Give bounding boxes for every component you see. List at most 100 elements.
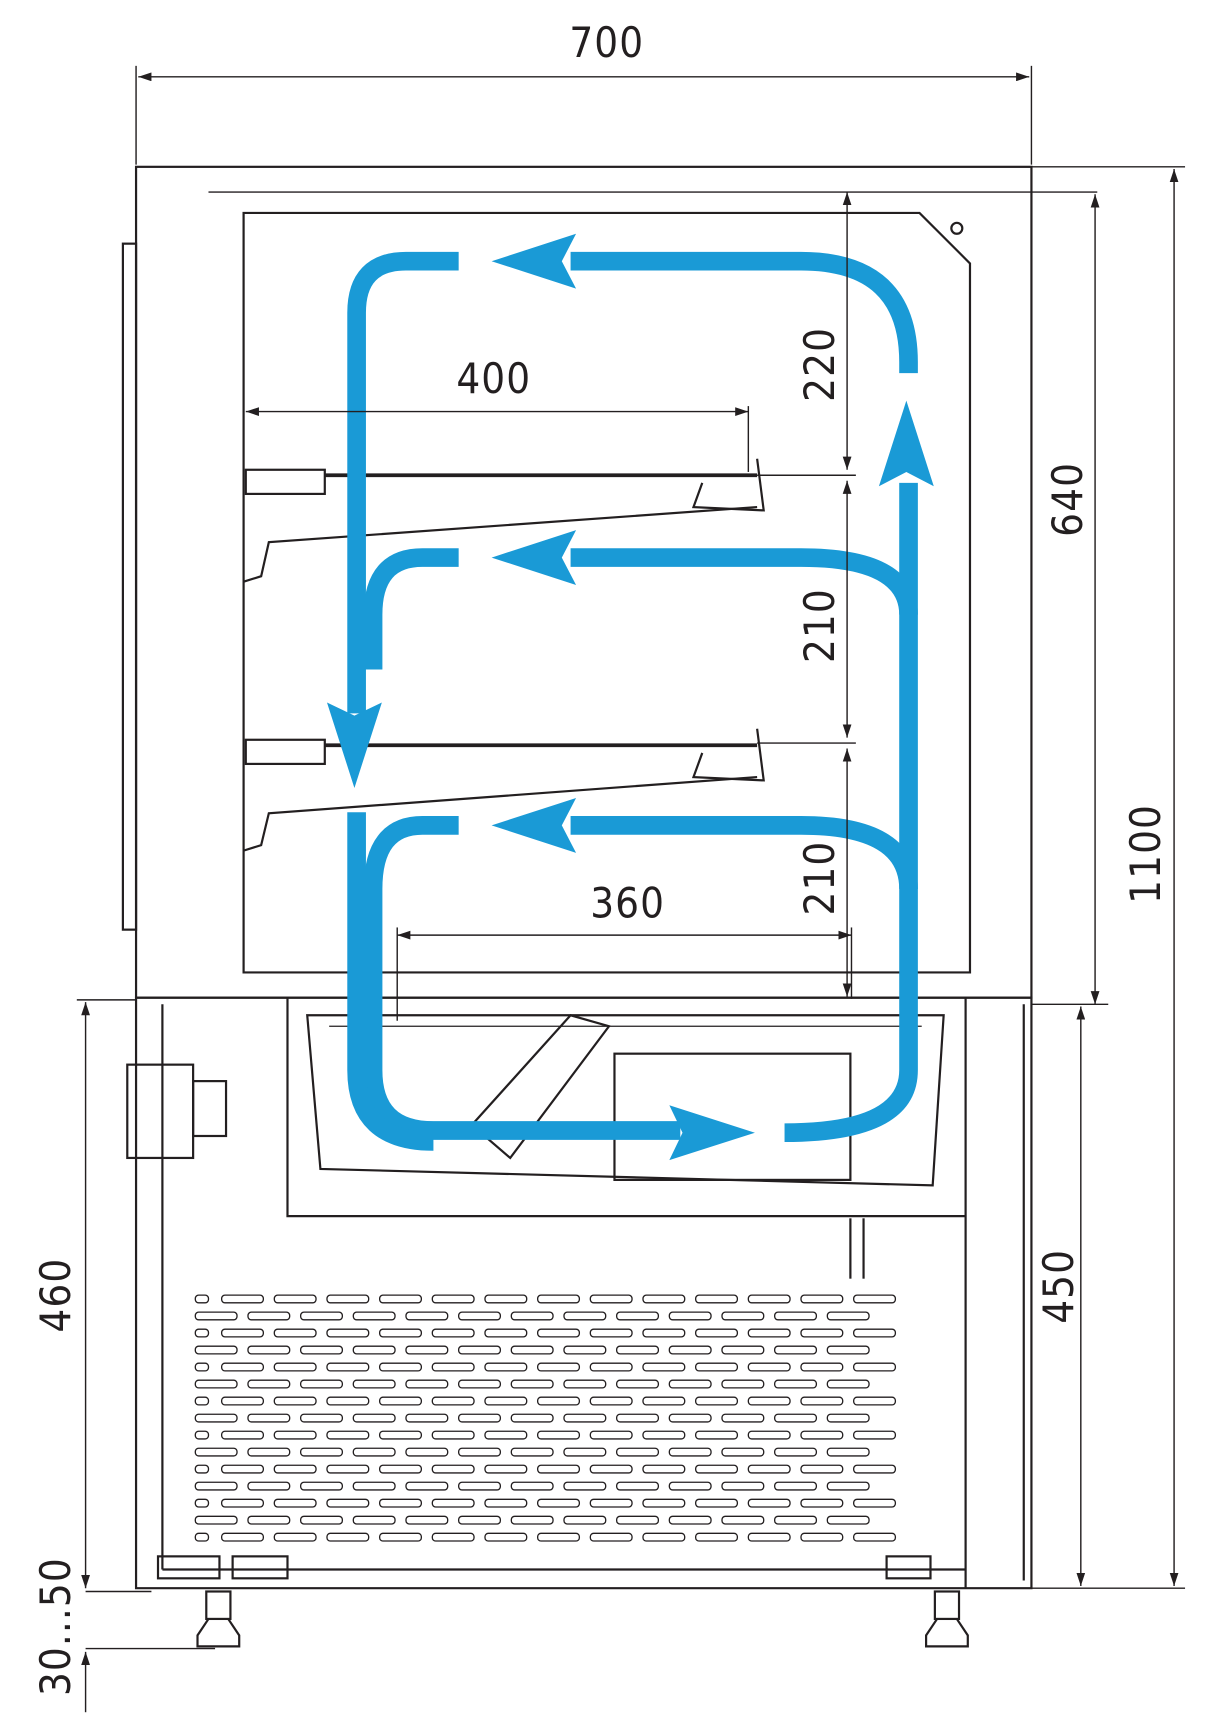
grille-slot: [668, 1447, 712, 1457]
grille-slot: [405, 1379, 449, 1389]
grille-slot: [484, 1430, 528, 1440]
grille-slot: [774, 1311, 818, 1321]
grille-slot: [774, 1481, 818, 1491]
dim-foot-adjustment: 30...50: [31, 1557, 80, 1696]
grille-slot: [800, 1464, 844, 1474]
grille-slot: [721, 1413, 765, 1423]
grille-slot: [826, 1447, 870, 1457]
grille-slot: [378, 1532, 423, 1542]
dimension-lines: [76, 65, 1186, 1713]
grille-slot: [616, 1311, 660, 1321]
grille-slot: [589, 1464, 633, 1474]
arrow-head-top: [491, 233, 577, 289]
grille-slot: [642, 1498, 686, 1508]
grille-slot: [747, 1362, 791, 1372]
grille-slot: [800, 1430, 844, 1440]
grille-slot: [247, 1345, 291, 1355]
foot-left: [196, 1590, 241, 1648]
grille-slot: [220, 1362, 265, 1372]
grille-slot: [537, 1532, 581, 1542]
grille-slot: [721, 1447, 765, 1457]
grille-slot: [537, 1294, 581, 1304]
grille-slot: [695, 1498, 739, 1508]
grille-slot: [616, 1481, 660, 1491]
grille-slot: [194, 1379, 238, 1389]
grille-slot: [695, 1328, 739, 1338]
grille-slot: [352, 1447, 396, 1457]
grille-slot: [853, 1498, 897, 1508]
grille-slot: [220, 1294, 265, 1304]
dim-middle-spacing: 210: [795, 588, 844, 663]
grille-slot: [668, 1515, 712, 1525]
grille-slot: [378, 1362, 423, 1372]
dim-overall-width: 700: [569, 18, 644, 67]
grille-slot: [458, 1447, 502, 1457]
grille-slot: [826, 1481, 870, 1491]
grille-slot: [826, 1515, 870, 1525]
grille-slot: [194, 1396, 210, 1406]
grille-slot: [695, 1396, 739, 1406]
grille-slot: [194, 1413, 238, 1423]
grille-slot: [431, 1464, 475, 1474]
grille-slot: [458, 1345, 502, 1355]
grille-slot: [326, 1362, 370, 1372]
grille-slot: [853, 1464, 897, 1474]
grille-slot: [405, 1311, 449, 1321]
grille-slot: [431, 1498, 475, 1508]
grille-slot: [668, 1345, 712, 1355]
grille-slot: [194, 1345, 238, 1355]
grille-slot: [431, 1362, 475, 1372]
grille-slot: [326, 1430, 370, 1440]
dim-overall-height: 1100: [1121, 804, 1170, 904]
grille-slot: [352, 1311, 396, 1321]
grille-slot: [800, 1362, 844, 1372]
grille-slot: [326, 1464, 370, 1474]
grille-slot: [194, 1464, 210, 1474]
grille-slot: [695, 1430, 739, 1440]
grille-slot: [642, 1464, 686, 1474]
grille-slot: [484, 1362, 528, 1372]
grille-slot: [458, 1413, 502, 1423]
grille-slot: [220, 1430, 265, 1440]
grille-slot: [247, 1481, 291, 1491]
grille-slot: [747, 1464, 791, 1474]
grille-slot: [642, 1294, 686, 1304]
dim-display-height: 640: [1043, 462, 1092, 537]
grille-slot: [326, 1498, 370, 1508]
grille-slot: [616, 1379, 660, 1389]
grille-slot: [299, 1515, 344, 1525]
grille-slot: [774, 1345, 818, 1355]
grille-slot: [589, 1396, 633, 1406]
grille-slot: [273, 1396, 317, 1406]
grille-slot: [431, 1430, 475, 1440]
grille-slot: [642, 1396, 686, 1406]
grille-slot: [668, 1379, 712, 1389]
grille-slot: [220, 1532, 265, 1542]
grille-slot: [537, 1328, 581, 1338]
grille-slot: [826, 1345, 870, 1355]
grille-slot: [695, 1362, 739, 1372]
grille-slot: [378, 1430, 423, 1440]
grille-slot: [431, 1532, 475, 1542]
grille-slot: [273, 1464, 317, 1474]
grille-slot: [589, 1294, 633, 1304]
grille-slot: [537, 1498, 581, 1508]
grille-slot: [800, 1328, 844, 1338]
grille-slot: [299, 1345, 344, 1355]
grille-slot: [642, 1532, 686, 1542]
grille-slot: [484, 1498, 528, 1508]
grille-slot: [273, 1430, 317, 1440]
grille-slot: [721, 1379, 765, 1389]
grille-slot: [247, 1379, 291, 1389]
grille-slot: [853, 1328, 897, 1338]
grille-slot: [721, 1345, 765, 1355]
grille-slot: [616, 1345, 660, 1355]
grille-slot: [405, 1345, 449, 1355]
grille-slot: [563, 1311, 607, 1321]
grille-slot: [563, 1481, 607, 1491]
grille-slot: [616, 1447, 660, 1457]
grille-slot: [800, 1396, 844, 1406]
ventilation-grille: [194, 1294, 897, 1542]
grille-slot: [510, 1379, 554, 1389]
